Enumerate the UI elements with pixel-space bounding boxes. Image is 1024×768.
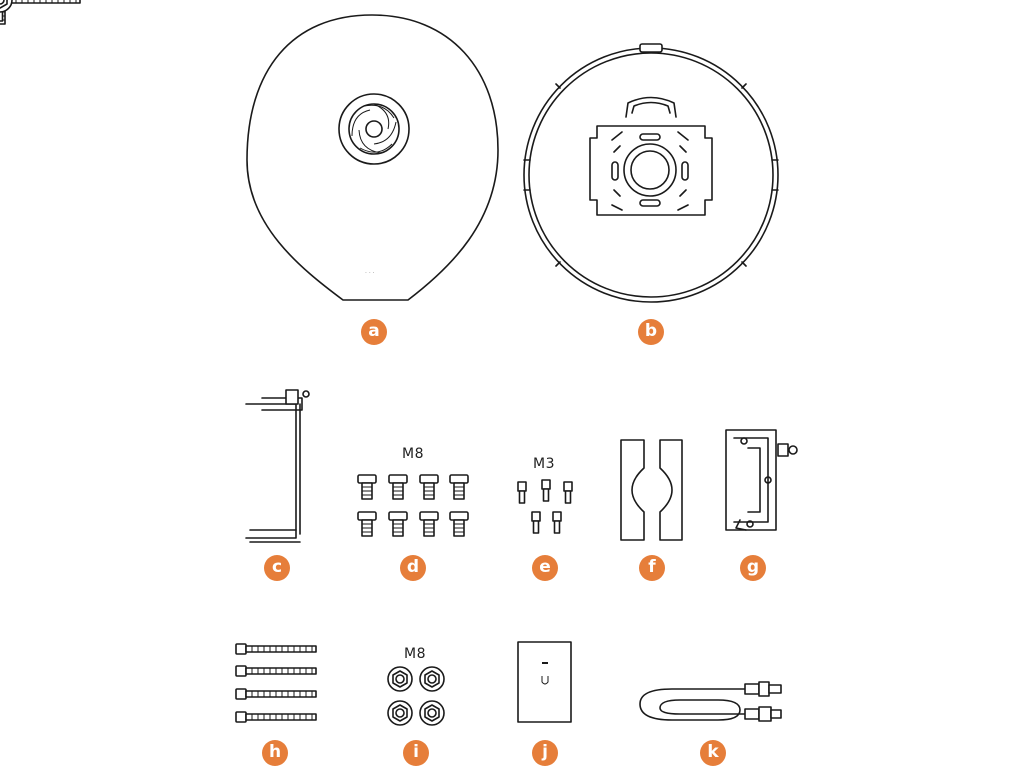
part-i-m8-nuts <box>0 0 445 726</box>
badge-d: d <box>400 555 426 581</box>
part-b-reflector-back <box>523 43 779 303</box>
part-g-pole-mount <box>725 429 798 531</box>
badge-j: j <box>532 740 558 766</box>
badge-g: g <box>740 555 766 581</box>
badge-k: k <box>700 740 726 766</box>
badge-a: a <box>361 319 387 345</box>
badge-i: i <box>403 740 429 766</box>
badge-h: h <box>262 740 288 766</box>
quantity-label-d: M8 <box>402 446 424 462</box>
part-k-cable <box>639 681 782 722</box>
logo-mark: · · · <box>365 270 375 277</box>
badge-b: b <box>638 319 664 345</box>
part-f-clamp-inserts <box>620 439 683 541</box>
feed-spiral-icon <box>351 103 397 154</box>
quantity-label-e: M3 <box>533 456 555 472</box>
badge-e: e <box>532 555 558 581</box>
part-e-m3-screws <box>0 0 573 534</box>
quantity-label-i: M8 <box>404 646 426 662</box>
part-c-bracket <box>245 389 310 543</box>
badge-c: c <box>264 555 290 581</box>
part-d-m8-bolts <box>0 0 469 537</box>
part-h-long-bolts <box>0 0 317 723</box>
badge-f: f <box>639 555 665 581</box>
part-a-reflector-front: · · · <box>246 14 499 301</box>
part-j-poe-adapter <box>517 641 572 723</box>
